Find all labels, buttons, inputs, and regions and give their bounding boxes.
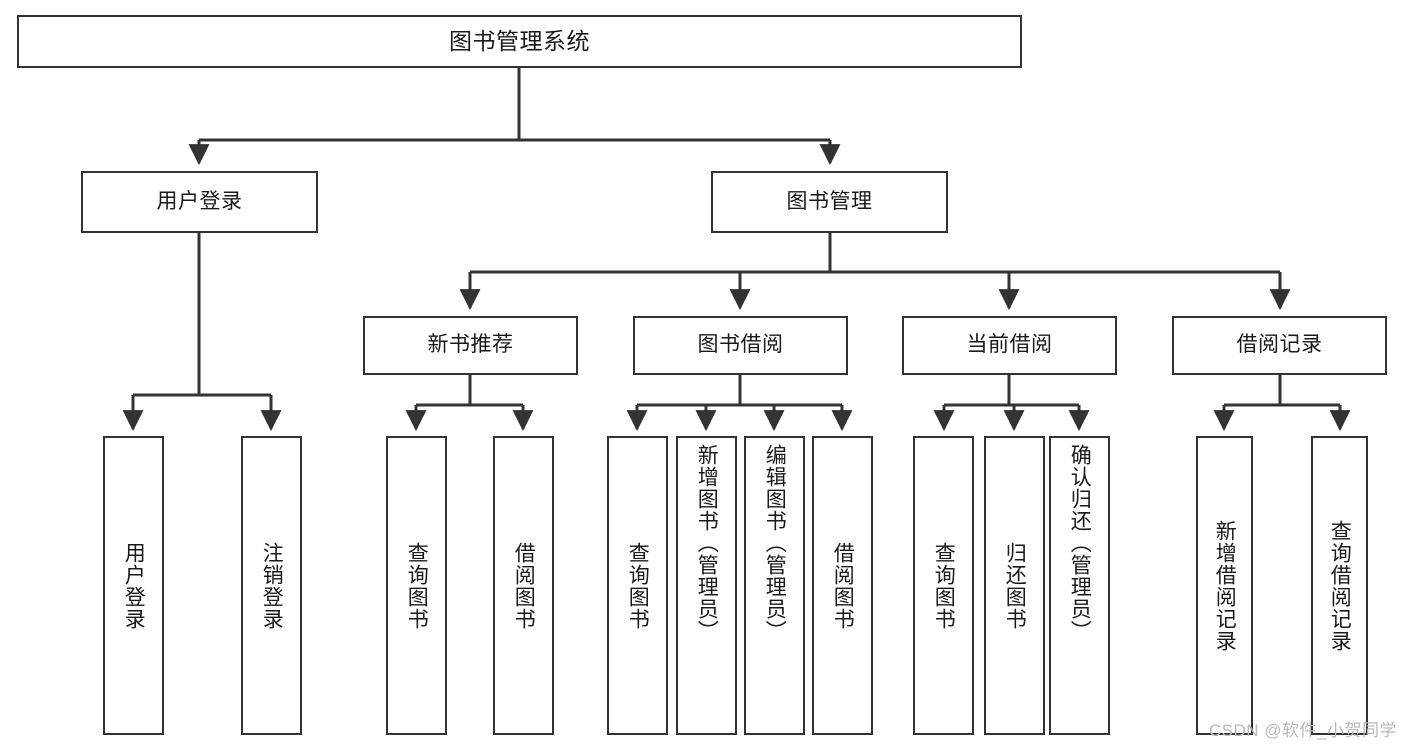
node-label: 查询图书 <box>626 541 650 630</box>
csdn-watermark: CSDN @软件_小贺同学 <box>1208 721 1397 740</box>
leaf-user-login-signin[interactable]: 用户登录 <box>103 436 164 735</box>
leaf-recommend-query-book[interactable]: 查询图书 <box>386 436 447 735</box>
leaf-current-return-book[interactable]: 归还图书 <box>984 436 1045 735</box>
leaf-user-login-signout[interactable]: 注销登录 <box>241 436 302 735</box>
node-label: 新增图书（管理员） <box>695 444 719 642</box>
leaf-borrow-edit-book-admin[interactable]: 编辑图书（管理员） <box>744 436 805 735</box>
node-user-login[interactable]: 用户登录 <box>81 171 318 233</box>
node-label: 查询借阅记录 <box>1328 519 1352 652</box>
node-book-borrow[interactable]: 图书借阅 <box>633 316 848 375</box>
leaf-current-confirm-return-admin[interactable]: 确认归还（管理员） <box>1049 436 1110 735</box>
node-label: 用户登录 <box>156 189 243 213</box>
leaf-recommend-borrow-book[interactable]: 借阅图书 <box>493 436 554 735</box>
node-current-borrow[interactable]: 当前借阅 <box>902 316 1117 375</box>
node-label: 查询图书 <box>932 541 956 630</box>
node-label: 借阅记录 <box>1236 333 1323 357</box>
node-root-system[interactable]: 图书管理系统 <box>17 15 1022 68</box>
node-label: 图书管理 <box>786 189 873 213</box>
leaf-borrow-borrow-book[interactable]: 借阅图书 <box>812 436 873 735</box>
node-label: 图书管理系统 <box>449 28 590 55</box>
node-label: 注销登录 <box>260 541 284 630</box>
node-label: 新书推荐 <box>427 333 514 357</box>
leaf-record-add-record[interactable]: 新增借阅记录 <box>1196 436 1253 735</box>
node-label: 借阅图书 <box>831 541 855 630</box>
node-label: 确认归还（管理员） <box>1068 444 1092 642</box>
leaf-current-query-book[interactable]: 查询图书 <box>913 436 974 735</box>
node-new-book-recommend[interactable]: 新书推荐 <box>363 316 578 375</box>
leaf-borrow-query-book[interactable]: 查询图书 <box>607 436 668 735</box>
node-label: 查询图书 <box>405 541 429 630</box>
node-borrow-record[interactable]: 借阅记录 <box>1172 316 1387 375</box>
node-book-management[interactable]: 图书管理 <box>711 171 948 233</box>
leaf-borrow-add-book-admin[interactable]: 新增图书（管理员） <box>676 436 737 735</box>
node-label: 借阅图书 <box>512 541 536 630</box>
node-label: 归还图书 <box>1003 541 1027 630</box>
node-label: 编辑图书（管理员） <box>763 444 787 642</box>
node-label: 新增借阅记录 <box>1213 519 1237 652</box>
leaf-record-query-record[interactable]: 查询借阅记录 <box>1311 436 1368 735</box>
node-label: 用户登录 <box>122 541 146 630</box>
node-label: 图书借阅 <box>697 333 784 357</box>
node-label: 当前借阅 <box>966 333 1053 357</box>
